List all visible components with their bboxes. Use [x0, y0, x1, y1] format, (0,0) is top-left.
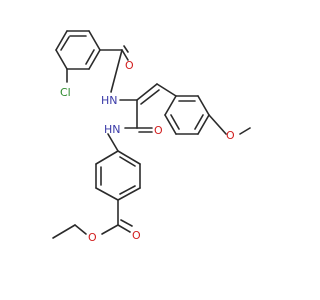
bond	[156, 83, 177, 97]
amine-nh-label-2: HN	[104, 123, 121, 136]
bond	[140, 89, 160, 105]
bond	[117, 187, 141, 201]
amide-oxygen-label-2: O	[154, 124, 163, 137]
methoxy-oxygen-label: O	[226, 129, 235, 142]
bond	[117, 224, 131, 233]
bond	[120, 219, 133, 227]
amine-nh-label: HN	[101, 94, 118, 107]
bond	[95, 187, 119, 201]
bond	[164, 114, 177, 135]
bond	[88, 30, 101, 51]
molecule-drawing: Cl O HN O HN O O O	[52, 30, 251, 244]
bond	[107, 133, 119, 152]
bond	[239, 127, 251, 135]
bond	[101, 224, 119, 235]
bond	[85, 49, 95, 65]
bond	[170, 114, 180, 130]
bond	[74, 224, 87, 235]
ester-carbonyl-oxygen-label: O	[132, 229, 141, 242]
bond	[136, 83, 158, 101]
bond	[52, 224, 76, 239]
bond	[55, 30, 68, 51]
bond	[123, 45, 129, 53]
bond	[194, 114, 204, 130]
bond	[60, 36, 70, 51]
structure-diagram: Cl O HN O HN O O O	[52, 30, 251, 244]
bond	[121, 49, 129, 61]
bond	[119, 156, 136, 167]
atom-labels: Cl O HN O HN O O O	[60, 59, 235, 244]
chlorine-label: Cl	[60, 86, 71, 99]
bond	[208, 114, 227, 135]
bond	[197, 95, 210, 116]
amide-oxygen-label: O	[125, 59, 134, 72]
bond	[88, 49, 101, 70]
bond	[119, 185, 136, 195]
bond	[110, 49, 123, 93]
bond	[95, 150, 119, 165]
ester-oxygen-label: O	[88, 231, 97, 244]
bond	[164, 95, 177, 116]
bonds	[52, 30, 251, 239]
bond	[55, 49, 68, 70]
bond	[197, 114, 210, 135]
bond	[117, 150, 141, 165]
